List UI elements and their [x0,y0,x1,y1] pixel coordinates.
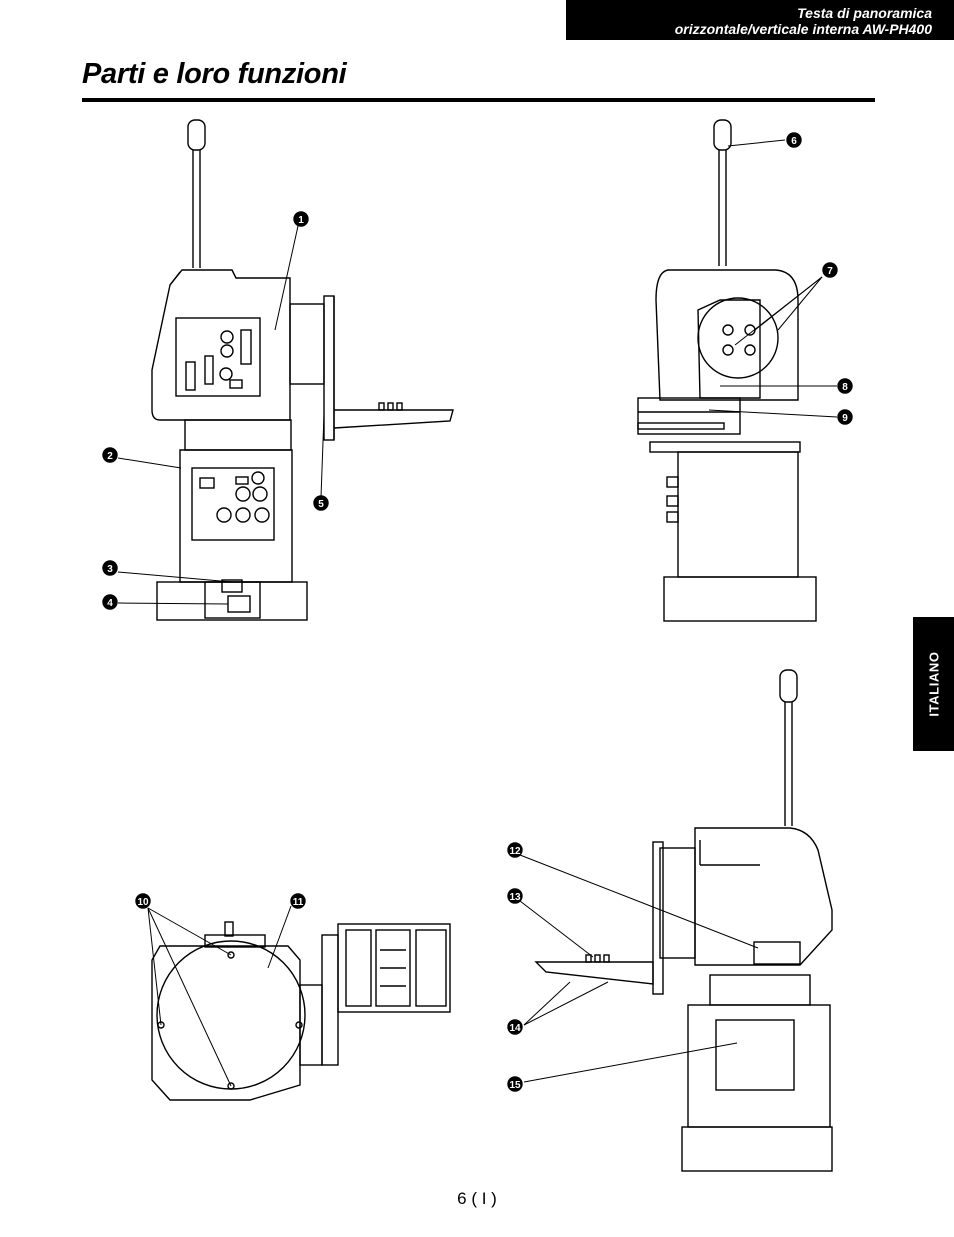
callout-14: 14 [509,1023,521,1034]
figure-top-view [151,921,451,1101]
figure-side-view-left [151,119,454,621]
callout-9: 9 [842,413,848,424]
callout-15: 15 [509,1080,521,1091]
header-banner: Testa di panoramica orizzontale/vertical… [566,0,954,40]
callout-2: 2 [107,451,113,462]
callout-11: 11 [293,897,304,908]
page-number: 6 ( I ) [457,1189,497,1208]
callout-12: 12 [509,846,521,857]
language-tab: ITALIANO [913,617,954,751]
header-title-line-1: Testa di panoramica [797,5,932,21]
callout-badges: 1 2 3 4 5 6 7 8 9 10 11 12 13 14 15 [102,132,853,1092]
callout-3: 3 [107,564,113,575]
callout-1: 1 [298,215,304,226]
figure-rear-view-right [637,119,817,622]
callout-13: 13 [509,892,521,903]
callout-6: 6 [791,136,797,147]
figure-side-view-right [534,669,833,1172]
header-title-line-2: orizzontale/verticale interna AW-PH400 [674,21,932,37]
callout-4: 4 [107,598,113,609]
callout-7: 7 [827,266,833,277]
callout-10: 10 [137,897,149,908]
callout-5: 5 [318,499,324,510]
title-divider [82,98,875,102]
callout-8: 8 [842,382,848,393]
page-title: Parti e loro funzioni [82,58,347,90]
callout-leader-lines [117,139,838,1087]
